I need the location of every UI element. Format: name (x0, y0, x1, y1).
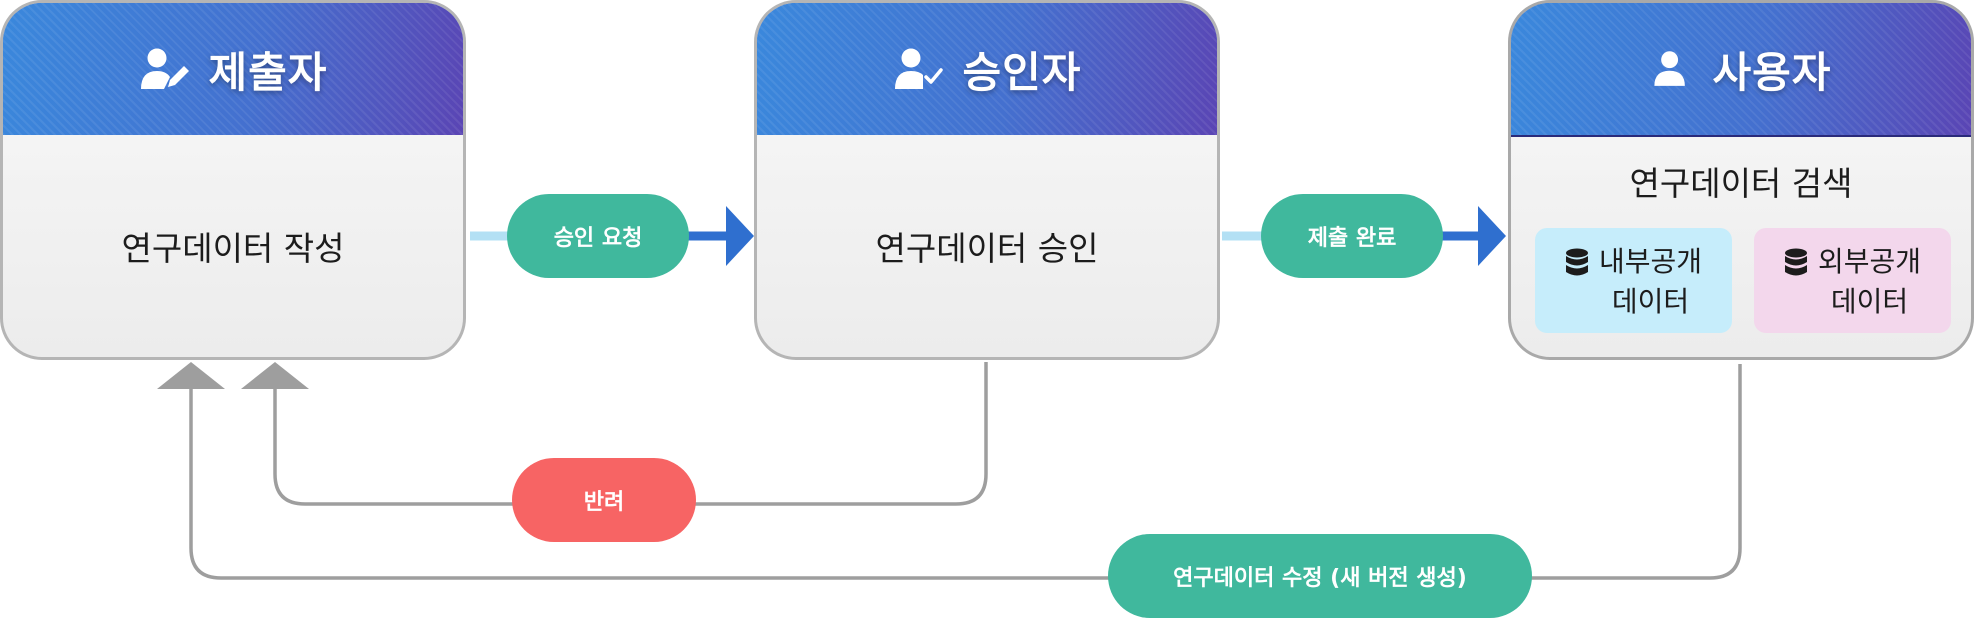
submission-complete-pill: 제출 완료 (1261, 194, 1443, 278)
external-data-box: 외부공개 데이터 (1754, 228, 1951, 333)
submitter-title: 제출자 (208, 47, 328, 97)
external-data-line2: 데이터 (1830, 285, 1909, 318)
submitter-card: 제출자 연구데이터 작성 (0, 0, 466, 360)
submitter-header: 제출자 (3, 3, 463, 135)
user-check-icon (894, 48, 943, 89)
external-data-label: 외부공개 데이터 (1818, 242, 1921, 322)
internal-data-line1: 내부공개 (1598, 245, 1703, 278)
user-card: 사용자 연구데이터 검색 내부공개 데이터 (1508, 0, 1974, 360)
reject-pill: 반려 (512, 458, 696, 542)
approver-body-text: 연구데이터 승인 (875, 229, 1099, 268)
database-icon (1565, 248, 1588, 276)
revise-pill: 연구데이터 수정 (새 버전 생성) (1108, 534, 1532, 618)
user-header: 사용자 (1511, 3, 1971, 137)
arrow-submit-to-approve (470, 206, 754, 266)
submitter-body: 연구데이터 작성 (3, 135, 463, 357)
approver-card: 승인자 연구데이터 승인 (754, 0, 1220, 360)
user-search-title: 연구데이터 검색 (1629, 164, 1853, 203)
approval-request-pill: 승인 요청 (507, 194, 689, 278)
user-title: 사용자 (1712, 47, 1832, 97)
approver-header: 승인자 (757, 3, 1217, 135)
revise-connector (189, 364, 1742, 580)
user-pen-icon (140, 48, 189, 89)
submitter-body-text: 연구데이터 작성 (121, 229, 345, 268)
reject-arrowhead (241, 362, 309, 389)
user-icon (1653, 51, 1685, 86)
external-data-line1: 외부공개 (1817, 245, 1922, 278)
database-icon (1784, 248, 1807, 276)
revise-arrowhead (157, 362, 225, 389)
arrow-approve-to-user (1222, 206, 1506, 266)
internal-data-box: 내부공개 데이터 (1535, 228, 1732, 333)
internal-data-line2: 데이터 (1611, 285, 1690, 318)
internal-data-label: 내부공개 데이터 (1599, 242, 1702, 322)
approver-title: 승인자 (962, 47, 1082, 97)
approver-body: 연구데이터 승인 (757, 135, 1217, 357)
